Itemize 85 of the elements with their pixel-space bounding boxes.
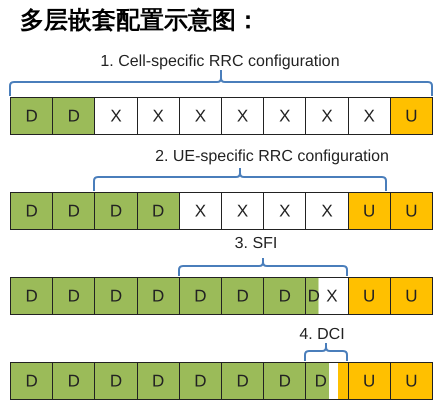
slot-symbol: U xyxy=(363,288,376,304)
slot-symbol: D xyxy=(314,372,327,390)
slot-cell xyxy=(136,362,180,400)
slot-cell xyxy=(221,97,264,135)
slot-cell xyxy=(348,192,391,230)
slot-cell xyxy=(10,362,54,400)
slot-symbol: D xyxy=(25,108,38,124)
slot-symbol: U xyxy=(363,202,376,220)
slot-cell xyxy=(305,362,349,400)
slot-cell xyxy=(263,362,306,400)
slot-symbol: X xyxy=(194,202,206,220)
slot-symbol: D xyxy=(278,288,291,304)
slot-cell xyxy=(263,192,306,230)
slot-cell xyxy=(178,97,222,135)
slot-cell xyxy=(10,97,54,135)
slot-symbol: D xyxy=(194,288,207,304)
slot-symbol: X xyxy=(326,288,338,304)
slot-symbol: D xyxy=(25,288,38,304)
slot-cell xyxy=(94,97,138,135)
slot-cell xyxy=(136,192,180,230)
slot-symbol: U xyxy=(405,108,418,124)
slot-symbol: D xyxy=(236,372,249,390)
slot-symbol: D xyxy=(236,288,249,304)
slot-symbol: D xyxy=(110,288,122,304)
slot-symbol: X xyxy=(110,108,122,124)
slot-cell xyxy=(178,277,222,315)
title: 多层嵌套配置示意图： xyxy=(20,5,260,36)
slot-cell xyxy=(263,97,306,135)
slot-symbol: X xyxy=(321,202,333,220)
bracket-label: 1. Cell-specific RRC configuration xyxy=(100,54,340,70)
slot-cell xyxy=(221,362,264,400)
slot-symbol: U xyxy=(405,202,418,220)
slot-symbol: X xyxy=(236,108,248,124)
slot-cell xyxy=(348,97,391,135)
slot-cell xyxy=(390,97,433,135)
slot-symbol: D xyxy=(152,288,164,304)
slot-cell xyxy=(348,277,391,315)
slot-symbol: U xyxy=(405,288,418,304)
slot-cell xyxy=(390,362,433,400)
slot-cell xyxy=(136,277,180,315)
slot-symbol: D xyxy=(25,372,38,390)
slot-symbol: X xyxy=(236,202,248,220)
slot-cell xyxy=(94,362,138,400)
slot-symbol: D xyxy=(68,288,80,304)
slot-cell xyxy=(10,277,54,315)
slot-cell xyxy=(52,97,96,135)
bracket-label: 3. SFI xyxy=(234,236,278,252)
bracket-label: 4. DCI xyxy=(299,327,345,343)
slot-symbol: X xyxy=(321,108,333,124)
slot-cell xyxy=(52,277,96,315)
slot-cell xyxy=(52,192,96,230)
slot-symbol: D xyxy=(194,372,207,390)
slot-cell xyxy=(52,362,96,400)
slot-cell xyxy=(94,192,138,230)
slot-cell xyxy=(178,192,222,230)
slot-symbol: X xyxy=(194,108,206,124)
slot-cell xyxy=(305,277,349,315)
slot-symbol: X xyxy=(279,108,290,124)
slot-cell xyxy=(221,192,264,230)
slot-cell xyxy=(390,192,433,230)
slot-cell xyxy=(305,97,349,135)
slot-symbol: D xyxy=(110,202,122,220)
slot-symbol: U xyxy=(405,372,418,390)
slot-cell xyxy=(178,362,222,400)
slot-symbol: D xyxy=(152,372,164,390)
slot-cell xyxy=(221,277,264,315)
slot-symbol: D xyxy=(68,108,80,124)
bracket-label: 2. UE-specific RRC configuration xyxy=(155,149,389,165)
slot-cell xyxy=(10,192,54,230)
slot-symbol: D xyxy=(68,372,80,390)
slot-symbol: X xyxy=(279,202,290,220)
slot-symbol: D xyxy=(110,372,122,390)
slot-cell xyxy=(390,277,433,315)
slot-symbol: D xyxy=(68,202,80,220)
slot-cell xyxy=(348,362,391,400)
slot-symbol: X xyxy=(364,108,375,124)
slot-symbol: U xyxy=(363,372,376,390)
slot-cell xyxy=(305,192,349,230)
slot-symbol: X xyxy=(152,108,164,124)
slot-cell xyxy=(263,277,306,315)
slot-symbol: D xyxy=(278,372,291,390)
slot-cell xyxy=(136,97,180,135)
slot-cell xyxy=(94,277,138,315)
slot-symbol: D xyxy=(152,202,164,220)
slot-symbol: D xyxy=(25,202,38,220)
